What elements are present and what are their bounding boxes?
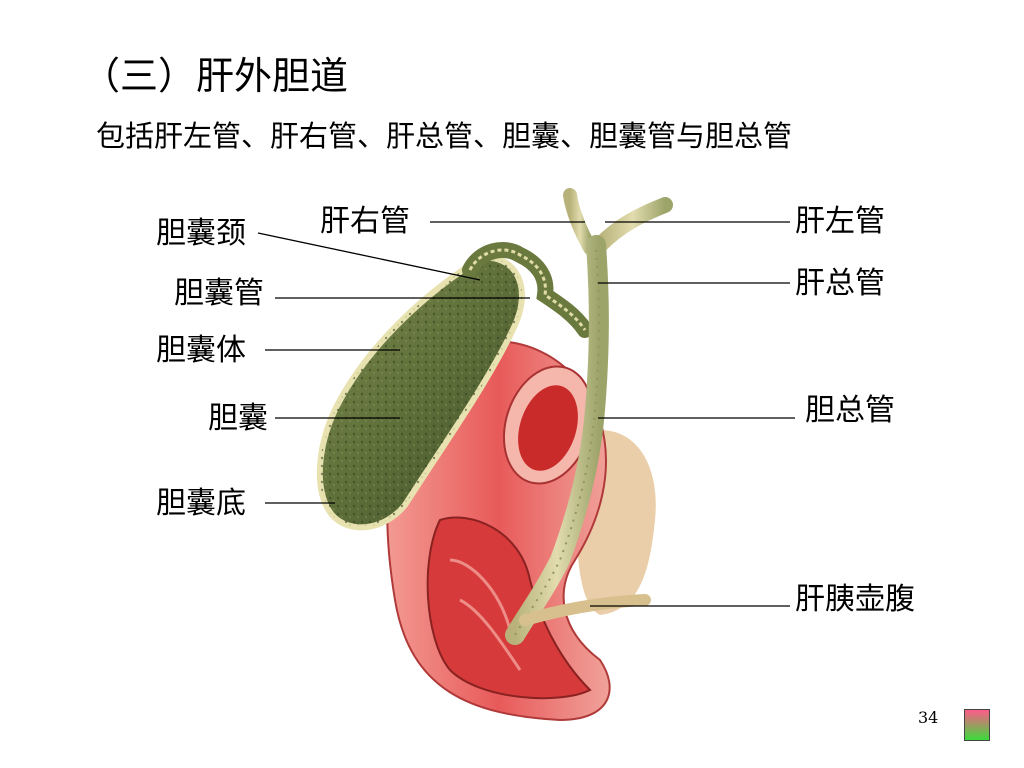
label-gallbladder-neck: 胆囊颈 [156, 216, 246, 251]
label-right-hepatic-duct: 肝右管 [320, 204, 410, 239]
label-common-bile-duct: 胆总管 [805, 393, 895, 428]
slide-nav-button[interactable] [964, 709, 990, 741]
label-left-hepatic-duct: 肝左管 [795, 204, 885, 239]
leader-lines [257, 221, 795, 607]
slide-title: （三）肝外胆道 [82, 54, 349, 98]
label-cystic-duct: 胆囊管 [174, 276, 264, 311]
label-common-hepatic-duct: 肝总管 [795, 266, 885, 301]
leader-gallbladder-neck [257, 232, 481, 281]
left-hepatic-duct-shape [592, 197, 673, 253]
pancreatic-duct-shape [519, 594, 651, 626]
label-gallbladder-fundus: 胆囊底 [156, 486, 246, 521]
label-gallbladder-body: 胆囊体 [156, 333, 246, 368]
label-gallbladder: 胆囊 [208, 401, 268, 436]
label-hepatopancreatic-ampulla: 肝胰壶腹 [795, 582, 915, 617]
duodenum-lumen [426, 516, 592, 700]
slide-subtitle: 包括肝左管、肝右管、肝总管、胆囊、胆囊管与胆总管 [96, 119, 793, 153]
page-number: 34 [918, 708, 939, 727]
